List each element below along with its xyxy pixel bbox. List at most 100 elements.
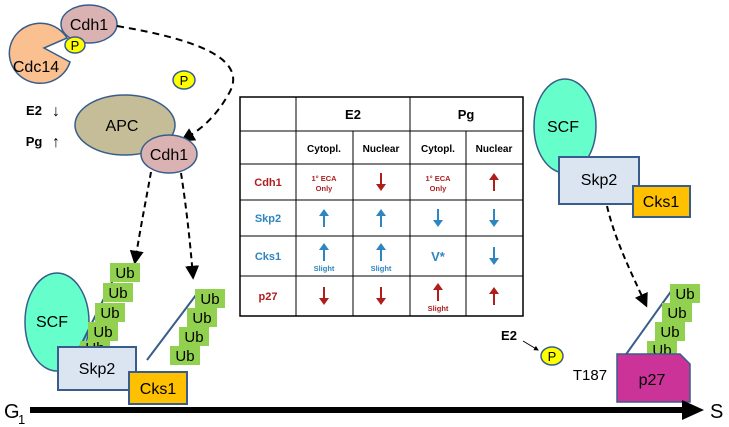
arrowhead-icon bbox=[376, 243, 386, 250]
p27-shape bbox=[616, 353, 691, 403]
arrowhead-icon bbox=[433, 283, 443, 290]
cell-note: Slight bbox=[314, 264, 335, 273]
pg-up-arrow: ↑ bbox=[52, 134, 60, 151]
table-cell bbox=[376, 209, 386, 227]
scf-label-right: SCF bbox=[547, 119, 579, 136]
arrow-skp2-to-p27 bbox=[606, 205, 648, 308]
phospho-free bbox=[172, 70, 196, 90]
t187-label: T187 bbox=[573, 367, 607, 384]
arrow-cdh1-to-apc bbox=[116, 25, 235, 142]
table-cell bbox=[489, 173, 499, 191]
phospho-t187 bbox=[540, 346, 564, 366]
ub-label: Ub bbox=[192, 310, 211, 327]
ub-label: Ub bbox=[200, 291, 219, 308]
skp2-label-right: Skp2 bbox=[581, 172, 618, 189]
cdc14-cdh1-complex: Cdh1 Cdc14 P bbox=[8, 4, 118, 85]
cdc14-label: Cdc14 bbox=[13, 59, 59, 76]
table-cell: Slight bbox=[371, 243, 392, 273]
timeline-s: S bbox=[710, 401, 723, 423]
scf-complex-left: SCF Ub Ub Ub Ub Ub Skp2 Ub Ub Ub Ub bbox=[24, 263, 225, 405]
arrowhead-icon bbox=[433, 220, 443, 227]
ub-label: Ub bbox=[115, 265, 134, 282]
ub-label: Ub bbox=[660, 324, 679, 341]
table-cell bbox=[433, 209, 443, 227]
table-cell: V* bbox=[431, 249, 446, 264]
table-row-label: Skp2 bbox=[255, 213, 281, 225]
cdh1-shape-top bbox=[60, 4, 118, 44]
table-subheader: Nuclear bbox=[363, 144, 400, 155]
table-cell bbox=[489, 287, 499, 305]
skp2-shape-right bbox=[558, 156, 640, 205]
cdh1-label-apc: Cdh1 bbox=[150, 147, 188, 164]
arrow-apc-to-cks1 bbox=[180, 172, 200, 280]
arrowhead-icon bbox=[489, 258, 499, 265]
scf-complex-right: SCF Skp2 Cks1 bbox=[533, 78, 691, 218]
arrow-e2-to-phospho bbox=[522, 340, 539, 351]
ub-stack-3: Ub Ub Ub Ub bbox=[647, 284, 700, 359]
ub-label: Ub bbox=[175, 348, 194, 365]
ub-label: Ub bbox=[93, 324, 112, 341]
cell-text: Only bbox=[316, 184, 333, 193]
table-group-pg: Pg bbox=[458, 107, 475, 122]
table-cell bbox=[376, 173, 386, 191]
e2-label-right: E2 bbox=[501, 328, 517, 343]
arrowhead-icon bbox=[489, 287, 499, 294]
pg-label-left: Pg bbox=[26, 134, 43, 149]
arrowhead-icon bbox=[319, 298, 329, 305]
cell-text: V* bbox=[431, 249, 446, 264]
phospho-top bbox=[64, 36, 86, 54]
apc-cdh1-complex: APC Cdh1 bbox=[74, 94, 198, 174]
arrowhead-icon bbox=[489, 220, 499, 227]
arrowhead-icon bbox=[489, 173, 499, 180]
skp2-shape-left bbox=[57, 346, 137, 391]
arrowhead-icon bbox=[376, 298, 386, 305]
table-row-label: Cdh1 bbox=[254, 177, 282, 189]
regulation-table: E2 Pg Cytopl. Nuclear Cytopl. Nuclear Cd… bbox=[239, 96, 524, 317]
table-subheader: Cytopl. bbox=[307, 144, 341, 155]
scf-label-left: SCF bbox=[36, 314, 68, 331]
timeline: G 1 S bbox=[4, 400, 723, 427]
cell-text: 1° ECA bbox=[311, 174, 337, 183]
p27-label: p27 bbox=[639, 372, 666, 389]
ub-label: Ub bbox=[100, 305, 119, 322]
e2-down-arrow: ↓ bbox=[52, 103, 60, 120]
table-cell bbox=[489, 209, 499, 227]
ub-label: Ub bbox=[667, 305, 686, 322]
cell-note: Slight bbox=[428, 304, 449, 313]
table-cell bbox=[319, 209, 329, 227]
table-cell bbox=[489, 247, 499, 265]
ub-label: Ub bbox=[675, 286, 694, 303]
table-cell bbox=[376, 287, 386, 305]
cdh1-label-top: Cdh1 bbox=[70, 17, 108, 34]
cdc14-shape bbox=[8, 22, 71, 85]
p27-complex-right: Ub Ub Ub Ub p27 bbox=[616, 284, 700, 403]
phospho-top-label: P bbox=[71, 38, 80, 53]
arrowhead-icon bbox=[319, 209, 329, 216]
table-subheader: Cytopl. bbox=[421, 144, 455, 155]
skp2-label-left: Skp2 bbox=[79, 361, 116, 378]
table-cell: Slight bbox=[314, 243, 335, 273]
arrow-apc-to-scf bbox=[129, 171, 152, 265]
ub-label: Ub bbox=[108, 285, 127, 302]
ub-label: Ub bbox=[184, 329, 203, 346]
cks1-shape-right bbox=[632, 185, 691, 218]
phospho-free-label: P bbox=[180, 73, 189, 88]
apc-label: APC bbox=[106, 118, 139, 135]
ub-stack-2: Ub Ub Ub Ub bbox=[170, 289, 225, 365]
cks1-shape-left bbox=[128, 371, 188, 405]
table-cell: Slight bbox=[428, 283, 449, 313]
arrowhead-icon bbox=[319, 243, 329, 250]
ub-stack-1: Ub Ub Ub Ub Ub bbox=[80, 263, 140, 357]
cell-text: 1° ECA bbox=[425, 174, 451, 183]
table-cell bbox=[319, 287, 329, 305]
table-group-e2: E2 bbox=[345, 107, 361, 122]
table-subheader: Nuclear bbox=[476, 144, 513, 155]
phospho-t187-label: P bbox=[548, 349, 557, 364]
table-row-label: Cks1 bbox=[255, 251, 281, 263]
cks1-label-left: Cks1 bbox=[140, 381, 177, 398]
e2-label-left: E2 bbox=[26, 103, 42, 118]
arrowhead-icon bbox=[376, 209, 386, 216]
